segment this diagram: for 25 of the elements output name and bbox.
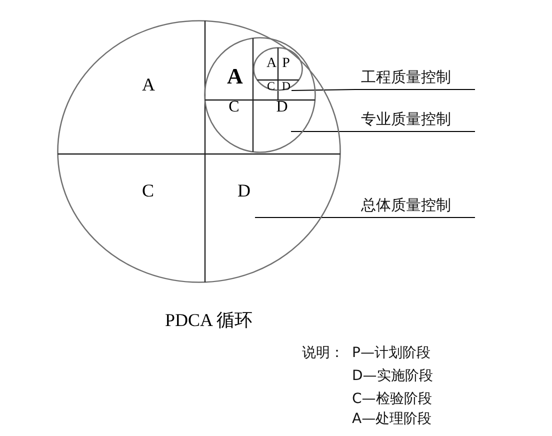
note-heading: 说明： xyxy=(302,345,344,361)
note-line: D—实施阶段 xyxy=(352,368,433,384)
callout-label: 专业质量控制 xyxy=(355,108,475,132)
leader-line xyxy=(290,131,356,132)
quadrant-circle xyxy=(204,37,316,153)
quadrant-ellipse xyxy=(57,20,341,283)
callout-label: 工程质量控制 xyxy=(355,66,475,90)
note-line: P—计划阶段 xyxy=(352,345,430,361)
quadrant-circle xyxy=(253,47,303,91)
leader-line xyxy=(254,217,356,218)
quadrant-letter: A xyxy=(227,68,243,84)
quadrant-letter: C xyxy=(228,100,240,112)
quadrant-letter: D xyxy=(276,100,288,112)
quadrant-letter: A xyxy=(142,78,155,92)
caption: PDCA 循环 xyxy=(165,310,253,330)
quadrant-letter: A xyxy=(266,58,277,68)
callout-label: 总体质量控制 xyxy=(355,194,475,218)
quadrant-letter: P xyxy=(282,58,290,68)
note-line: C—检验阶段 xyxy=(352,391,432,407)
quadrant-letter: D xyxy=(238,184,250,198)
quadrant-letter: C xyxy=(142,184,154,198)
note-line: A—处理阶段 xyxy=(352,411,432,427)
quadrant-letter: D xyxy=(282,82,291,90)
quadrant-letter: C xyxy=(267,81,275,90)
leader-line xyxy=(291,89,356,91)
